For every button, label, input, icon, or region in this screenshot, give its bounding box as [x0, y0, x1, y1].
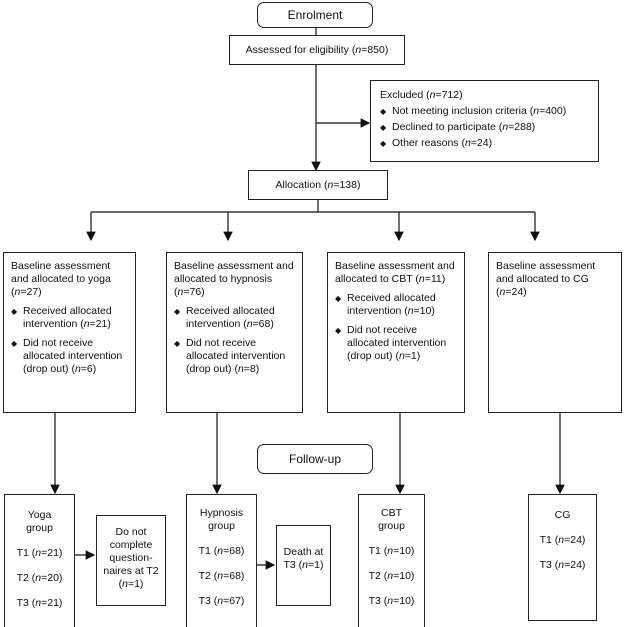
arm-text: Baseline assessment and allocated to CBT… — [335, 260, 455, 285]
arm-box-yoga: Baseline assessment and allocated to yog… — [3, 252, 136, 413]
arm-box-hypnosis: Baseline assessment and allocated to hyp… — [166, 252, 303, 413]
group-box-cbt: CBT group T1 (n=10) T2 (n=10) T3 (n=10) — [358, 494, 425, 627]
group-t: T3 (n=24) — [539, 559, 586, 571]
assessed-box: Assessed for eligibility (n=850) — [229, 35, 405, 65]
arm-not-received: Did not receive allocated intervention (… — [11, 337, 128, 376]
excluded-box: Excluded (n=712) Not meeting inclusion c… — [370, 80, 599, 162]
arm-text: Baseline assessment and allocated to hyp… — [174, 260, 294, 298]
group-t: T1 (n=21) — [16, 547, 63, 559]
excluded-item: Not meeting inclusion criteria (n=400) — [380, 105, 589, 118]
arm-box-cbt: Baseline assessment and allocated to CBT… — [327, 252, 465, 413]
note-box-hypnosis: Death at T3 (n=1) — [276, 525, 331, 606]
note-box-yoga: Do not complete question-naires at T2 (n… — [96, 515, 166, 606]
excluded-item: Other reasons (n=24) — [380, 137, 589, 150]
arm-text: Baseline assessment and allocated to yog… — [11, 260, 111, 298]
allocation-box: Allocation (n=138) — [248, 170, 388, 200]
enrolment-label: Enrolment — [257, 2, 373, 28]
group-t: T1 (n=24) — [539, 534, 586, 546]
group-t: T2 (n=20) — [16, 572, 63, 584]
group-box-hypnosis: Hypnosis group T1 (n=68) T2 (n=68) T3 (n… — [186, 494, 257, 627]
group-t: T3 (n=67) — [198, 595, 245, 607]
group-name: CBT group — [378, 507, 405, 532]
arm-not-received: Did not receive allocated intervention (… — [335, 324, 457, 363]
group-t: T2 (n=68) — [198, 570, 245, 582]
arm-received: Received allocated intervention (n=68) — [174, 305, 295, 331]
arm-received: Received allocated intervention (n=21) — [11, 305, 128, 331]
group-t: T2 (n=10) — [368, 570, 415, 582]
group-t: T3 (n=10) — [368, 595, 415, 607]
excluded-item: Declined to participate (n=288) — [380, 121, 589, 134]
group-name: CG — [554, 509, 571, 521]
group-t: T1 (n=68) — [198, 545, 245, 557]
arm-received: Received allocated intervention (n=10) — [335, 292, 457, 318]
group-name: Hypnosis group — [199, 507, 244, 532]
group-t: T1 (n=10) — [368, 545, 415, 557]
arm-not-received: Did not receive allocated intervention (… — [174, 337, 295, 376]
arm-text: Baseline assessment and allocated to CG … — [496, 260, 596, 298]
arm-box-cg: Baseline assessment and allocated to CG … — [488, 252, 622, 413]
excluded-title: Excluded (n=712) — [380, 89, 463, 101]
group-box-yoga: Yoga group T1 (n=21) T2 (n=20) T3 (n=21) — [4, 494, 75, 627]
group-t: T3 (n=21) — [16, 597, 63, 609]
followup-label: Follow-up — [257, 444, 373, 474]
group-name: Yoga group — [26, 509, 53, 534]
group-box-cg: CG T1 (n=24) T3 (n=24) — [528, 494, 597, 621]
